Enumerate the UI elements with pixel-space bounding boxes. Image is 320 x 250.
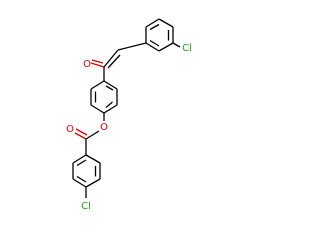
ester-oxygen-label: O bbox=[100, 122, 108, 133]
bond-carbonyl-double bbox=[75, 128, 88, 136]
bond bbox=[85, 130, 100, 140]
bond bbox=[158, 18, 174, 28]
bond bbox=[72, 178, 87, 188]
phenylene-ring-middle bbox=[90, 80, 118, 114]
bond-inner bbox=[105, 85, 114, 91]
bond bbox=[103, 49, 119, 68]
bond bbox=[145, 18, 160, 28]
chlorine-bottom-label: Cl bbox=[81, 201, 91, 212]
bond-ketone-double bbox=[91, 59, 104, 64]
ketone-oxygen-label: O bbox=[83, 59, 91, 70]
bond-inner bbox=[76, 159, 87, 167]
bond-c-cl bbox=[172, 42, 181, 48]
bond bbox=[85, 178, 101, 188]
bond bbox=[85, 154, 101, 164]
bond-carbonyl-double bbox=[74, 132, 87, 140]
bond bbox=[90, 80, 105, 90]
bond-inner bbox=[76, 175, 87, 183]
bond bbox=[145, 42, 160, 52]
bond-inner bbox=[107, 54, 121, 69]
bond bbox=[103, 80, 118, 90]
bond-inner bbox=[149, 39, 160, 47]
bond bbox=[117, 42, 147, 51]
chlorine-top-label: Cl bbox=[182, 43, 192, 54]
bond-ketone-double bbox=[90, 62, 105, 68]
bond-inner bbox=[149, 23, 160, 31]
bond bbox=[158, 42, 174, 52]
chlorophenyl-ring-top bbox=[145, 18, 174, 52]
chemical-structure-diagram: Cl O O O Cl bbox=[66, 18, 192, 212]
carbonyl-oxygen-label: O bbox=[66, 124, 74, 135]
bond-inner bbox=[105, 101, 113, 108]
chlorophenyl-ring-bottom bbox=[72, 154, 101, 188]
bond bbox=[90, 104, 105, 114]
bond bbox=[103, 104, 118, 114]
bond bbox=[72, 154, 87, 164]
